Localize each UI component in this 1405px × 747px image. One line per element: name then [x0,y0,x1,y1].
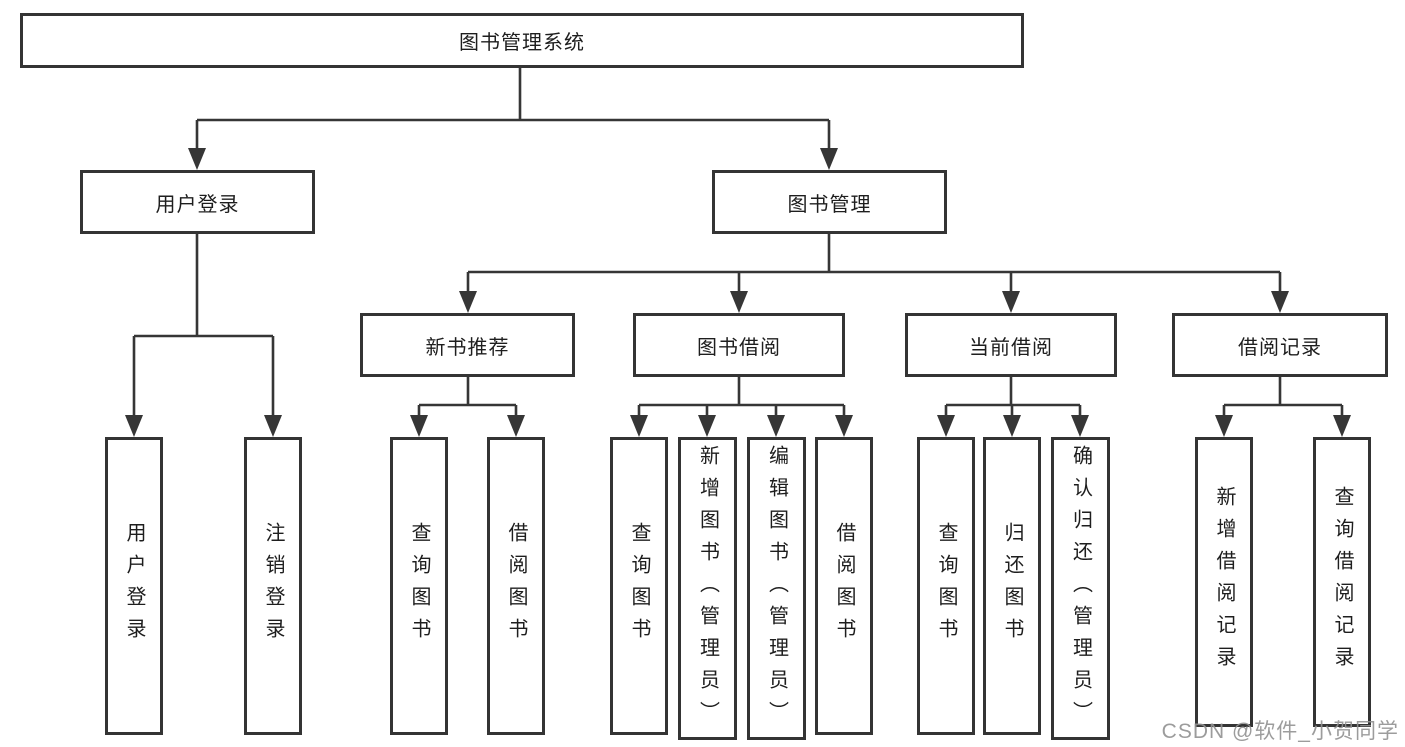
node-book-management: 图书管理 [712,170,947,234]
leaf-cb-query-books: 查询图书 [917,437,975,735]
arrowhead-icon [459,291,477,313]
node-root: 图书管理系统 [20,13,1024,68]
node-borrow-records-label: 借阅记录 [1238,336,1322,359]
arrowhead-icon [507,415,525,437]
node-book-management-label: 图书管理 [787,193,872,216]
arrowhead-icon [835,415,853,437]
arrowhead-icon [188,148,206,170]
edge-borrow-records-to-leaves [1222,375,1344,420]
node-new-book-recommend-label: 新书推荐 [425,336,510,359]
edge-current-borrow-to-leaves [944,375,1082,420]
node-user-login: 用户登录 [80,170,315,234]
leaf-br-query-record-label: 查询借阅记录 [1331,486,1353,678]
arrowhead-icon [1271,291,1289,313]
arrowhead-icon [1215,415,1233,437]
leaf-nb-borrow-books-label: 借阅图书 [505,522,527,650]
arrowhead-icon [1333,415,1351,437]
node-book-borrow: 图书借阅 [633,313,845,377]
arrowhead-icon [820,148,838,170]
node-book-borrow-label: 图书借阅 [697,336,781,359]
arrowhead-icon [1002,291,1020,313]
leaf-logout-label: 注销登录 [262,522,284,650]
leaf-cb-confirm-return-admin-label: 确认归还（管理员） [1069,444,1092,733]
edge-book-mgmt-to-level3 [466,232,1282,296]
leaf-bb-add-books-admin: 新增图书（管理员） [678,437,737,740]
watermark: CSDN @软件_小贺同学 [1161,720,1399,743]
leaf-bb-query-books: 查询图书 [610,437,668,735]
leaf-bb-add-books-admin-label: 新增图书（管理员） [696,444,719,733]
leaf-cb-query-books-label: 查询图书 [935,522,957,650]
edge-root-to-level2 [195,66,831,152]
leaf-logout: 注销登录 [244,437,302,735]
leaf-cb-confirm-return-admin: 确认归还（管理员） [1051,437,1110,740]
leaf-bb-query-books-label: 查询图书 [628,522,650,650]
edge-book-borrow-to-leaves [637,375,846,420]
arrowhead-icon [1003,415,1021,437]
arrowhead-icon [730,291,748,313]
leaf-br-add-record-label: 新增借阅记录 [1213,486,1235,678]
arrowhead-icon [767,415,785,437]
leaf-nb-borrow-books: 借阅图书 [487,437,545,735]
node-root-label: 图书管理系统 [459,32,585,54]
leaf-user-login-label: 用户登录 [123,522,145,650]
leaf-bb-edit-books-admin: 编辑图书（管理员） [747,437,806,740]
edge-user-login-to-leaves [132,232,275,420]
arrowhead-icon [410,415,428,437]
arrowhead-icon [125,415,143,437]
leaf-bb-borrow-books-label: 借阅图书 [833,522,855,650]
leaf-cb-return-books: 归还图书 [983,437,1041,735]
arrowhead-icon [937,415,955,437]
node-current-borrow-label: 当前借阅 [969,336,1053,359]
leaf-cb-return-books-label: 归还图书 [1001,522,1023,650]
leaf-user-login: 用户登录 [105,437,163,735]
edge-new-book-to-leaves [417,375,518,420]
leaf-nb-query-books-label: 查询图书 [408,522,430,650]
arrowheads [125,148,1351,437]
node-borrow-records: 借阅记录 [1172,313,1388,377]
leaf-br-add-record: 新增借阅记录 [1195,437,1253,727]
leaf-bb-edit-books-admin-label: 编辑图书（管理员） [765,444,788,733]
arrowhead-icon [630,415,648,437]
arrowhead-icon [698,415,716,437]
arrowhead-icon [264,415,282,437]
leaf-nb-query-books: 查询图书 [390,437,448,735]
node-new-book-recommend: 新书推荐 [360,313,575,377]
node-current-borrow: 当前借阅 [905,313,1117,377]
arrowhead-icon [1071,415,1089,437]
node-user-login-label: 用户登录 [155,193,240,216]
leaf-br-query-record: 查询借阅记录 [1313,437,1371,727]
leaf-bb-borrow-books: 借阅图书 [815,437,873,735]
